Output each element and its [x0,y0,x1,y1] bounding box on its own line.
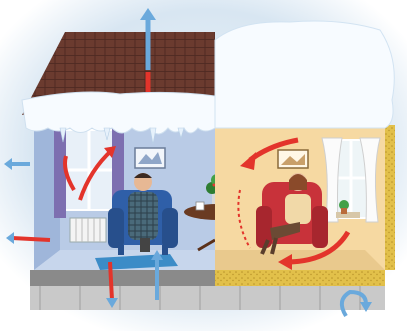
wall-picture-right [278,150,308,168]
cup-left [196,202,204,210]
snow-right-roof [215,21,394,128]
snow-left-roof [22,92,215,134]
wall-picture-left [135,148,165,168]
floor-insulation [215,270,385,286]
radiator [70,218,106,242]
wall-insulation [385,125,395,270]
warm-window [322,138,380,222]
